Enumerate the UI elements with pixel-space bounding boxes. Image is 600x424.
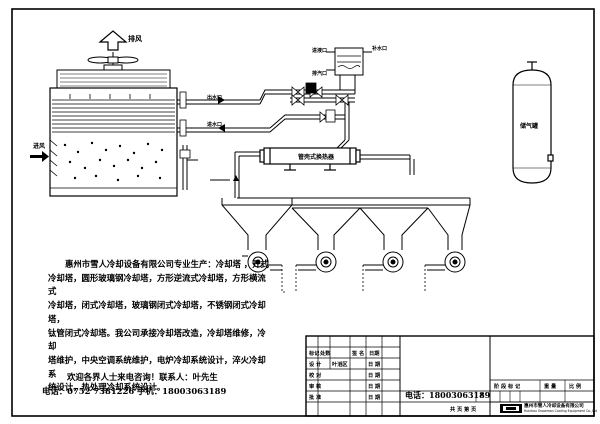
tb-sign: 签 名 [352,351,365,357]
tb-row-label: 校 对 [309,373,322,379]
description-line: 钛管闭式冷却塔。我公司承接冷却塔改造，冷却塔维修，冷却 [48,327,266,352]
tb-row-label: 设 计 [309,362,322,368]
pump-1-icon [242,251,282,273]
label-drain: 排汽口 [312,71,328,77]
tb-scale-header: 比 例 [569,384,582,390]
label-water-out: 出水口 [207,95,223,101]
label-heat-exchanger: 管壳式换热器 [298,154,335,161]
tb-row-date: 日 期 [368,373,381,379]
tb-stage-header: 阶 段 标 记 [494,384,521,390]
spray-nozzles [69,94,151,99]
tb-sheet-mark: A [480,393,485,399]
label-feed: 进液口 [312,48,328,54]
label-gas-tank: 储气罐 [520,123,539,130]
contact-info: 欢迎各界人士来电咨询！联系人：叶先生 电话：0752 7381226 手机：18… [42,370,285,398]
tb-mark: 标记 [309,351,320,357]
phone-line: 电话：0752 7381226 手机：18003063189 [42,386,227,396]
description-line: 冷却塔，闭式冷却塔，玻璃钢闭式冷却塔，不锈钢闭式冷却塔， [48,300,266,324]
pump-feed-lines [281,265,426,293]
description-line: 冷却塔，圆形玻璃钢冷却塔，方形逆流式冷却塔，方形横流式 [48,272,266,297]
tb-weight-header: 重 量 [544,384,557,390]
label-water-in: 进水口 [207,122,223,128]
tb-date: 日期 [369,351,380,357]
tower-coil [52,99,175,133]
tb-row-date: 日 期 [368,362,381,368]
furnace-hoppers [221,197,471,250]
fan-icon [87,52,139,72]
label-inlet-air: 进风 [33,143,46,150]
tb-row-label: 审 核 [309,384,322,390]
expansion-tank [326,47,372,76]
tower-top-louver [56,69,171,89]
tower-body [49,87,178,197]
inlet-air-arrow-icon [30,151,49,162]
tb-row-label: 批 准 [309,395,322,401]
tb-sheets: 共 页 第 页 [450,407,477,413]
description-line: 惠州市雪人冷却设备有限公司专业生产：冷却塔 ，开式 [65,259,269,269]
label-makeup: 补水口 [372,46,388,52]
tb-count: 处数 [320,351,331,357]
company-logo [500,404,522,413]
flow-arrows [218,96,239,181]
title-block [305,335,595,417]
cooling-tower [49,30,205,197]
water-droplets [63,141,164,182]
tb-row-date: 日 期 [368,395,381,401]
tb-designer-name: 叶滔区 [332,362,348,368]
side-louvers [49,139,58,177]
label-exhaust: 排风 [128,35,142,43]
company-description: 惠州市雪人冷却设备有限公司专业生产：冷却塔 ，开式 冷却塔，圆形玻璃钢冷却塔，方… [48,258,273,395]
tb-company-en: Huizhou Snowman Cooling Equipment Co.,Lt… [524,409,598,413]
tb-row-date: 日 期 [368,384,381,390]
exhaust-arrow-icon [98,30,128,51]
drawing-border [11,8,595,417]
pump-3-icon [363,251,404,273]
description-line: 塔维护，中央空调系统维护，电炉冷却系统设计，淬火冷却系 [48,354,266,379]
description-line: 统设计，热处理冷却系统设计。 [48,382,166,393]
valve-train [291,82,349,123]
tb-phone: 电话：18003063189 [405,390,491,400]
pump-4-icon [425,251,466,273]
heat-exchanger [259,147,361,171]
gas-storage-tank [512,61,554,184]
welcome-line: 欢迎各界人士来电咨询！联系人：叶先生 [67,372,218,382]
tb-company-cn: 惠州市雪人冷却设备有限公司 [524,404,584,409]
pump-2-icon [296,251,337,273]
